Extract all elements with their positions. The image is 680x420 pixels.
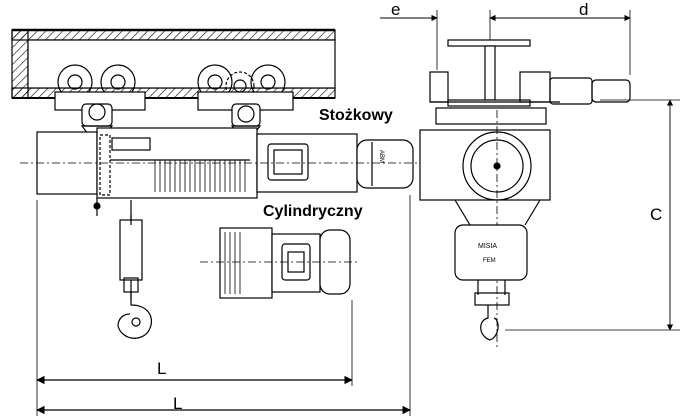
trolley-right (197, 64, 294, 135)
dimension-l (36, 195, 411, 416)
label-cylindrical: Cylindryczny (263, 203, 363, 220)
i-beam-section (447, 39, 531, 107)
dimension-e-d (380, 10, 631, 75)
front-view (380, 10, 680, 350)
dimension-c (505, 99, 680, 331)
hook-block-standard: FEM (483, 258, 496, 264)
dimension-l-inner-label: L (157, 359, 167, 378)
hook-block-brand: MISIA (478, 243, 497, 250)
hook-block-front (454, 224, 528, 341)
trolley-left (54, 64, 146, 135)
side-view (11, 28, 420, 416)
cylindrical-motor (200, 227, 360, 299)
dimension-l-outer-label: L (173, 394, 183, 413)
motor-plate-text: ABM (378, 150, 384, 163)
i-beam-rail (11, 28, 336, 99)
hoist-drum (20, 127, 420, 216)
label-conical: Stożkowy (319, 107, 393, 124)
dimension-c-label: C (650, 205, 663, 224)
hook-side (117, 200, 152, 339)
dimension-d-label: d (579, 0, 589, 19)
dimension-e-label: e (391, 0, 401, 19)
trolley-frame-front (419, 71, 631, 350)
